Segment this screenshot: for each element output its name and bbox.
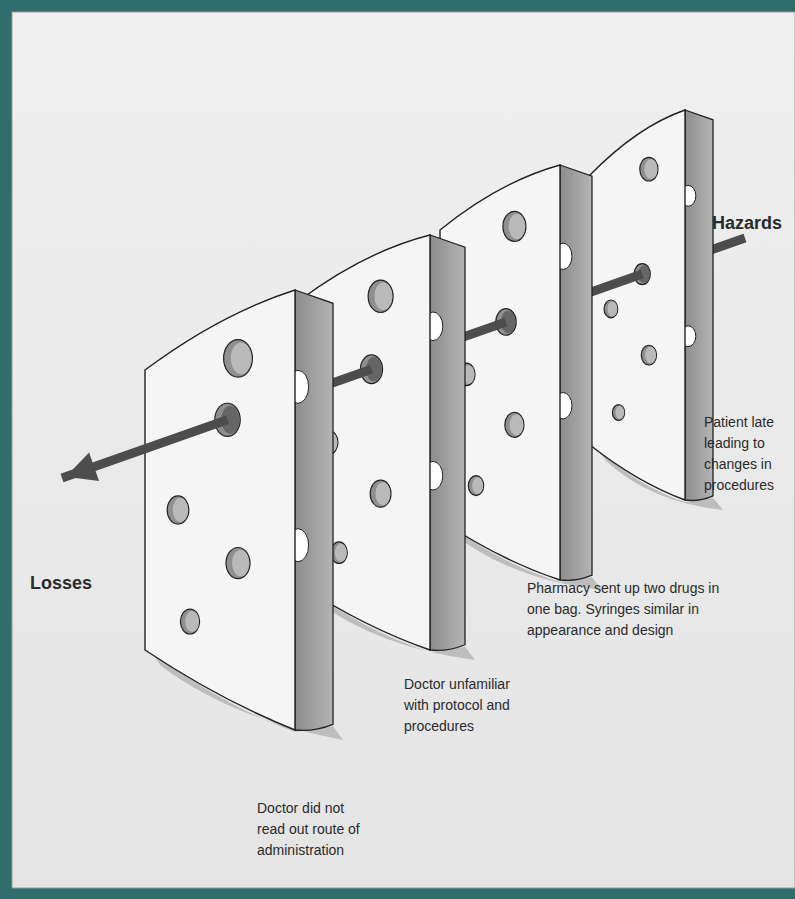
failure-note: Doctor unfamiliar with protocol and proc… <box>404 674 516 737</box>
cheese-hole <box>224 340 253 377</box>
cheese-hole <box>226 547 250 578</box>
cheese-hole <box>604 300 618 318</box>
cheese-hole-depth <box>509 214 526 239</box>
cheese-hole-depth <box>644 159 657 179</box>
cheese-hole <box>505 412 524 437</box>
cheese-hole <box>503 211 526 241</box>
cheese-hole-depth <box>645 347 656 364</box>
failure-note: Patient late leading to changes in proce… <box>704 412 792 496</box>
cheese-hole <box>640 157 658 181</box>
arrow-head <box>66 453 99 481</box>
cheese-hole-depth <box>335 544 347 562</box>
cheese-hole-depth <box>615 406 624 419</box>
slice-side <box>430 235 465 650</box>
cheese-hole <box>612 405 624 421</box>
slice-face <box>590 110 685 500</box>
cheese-hole-depth <box>185 611 199 632</box>
defence-slice <box>590 110 723 510</box>
cheese-hole-depth <box>472 477 483 494</box>
defence-slice <box>145 290 343 740</box>
cheese-hole <box>167 496 189 524</box>
hazard-label: Hazards <box>712 210 795 237</box>
failure-note: Doctor did not read out route of adminis… <box>257 798 363 861</box>
cheese-hole-depth <box>375 482 390 505</box>
cheese-hole-depth <box>374 283 392 310</box>
loss-label: Losses <box>30 570 120 597</box>
cheese-hole <box>180 609 199 634</box>
slice-face <box>145 290 295 730</box>
slice-side <box>295 290 333 730</box>
cheese-hole <box>368 280 393 312</box>
cheese-hole-depth <box>231 342 252 374</box>
slice-side <box>560 165 592 580</box>
cheese-hole <box>468 476 483 496</box>
cheese-hole-depth <box>232 550 249 576</box>
cheese-hole-depth <box>510 414 524 435</box>
failure-note: Pharmacy sent up two drugs in one bag. S… <box>527 578 742 641</box>
cheese-hole <box>641 345 656 365</box>
cheese-hole <box>370 480 391 507</box>
cheese-hole-depth <box>607 301 617 316</box>
cheese-hole-depth <box>173 498 189 522</box>
panel <box>12 12 795 888</box>
